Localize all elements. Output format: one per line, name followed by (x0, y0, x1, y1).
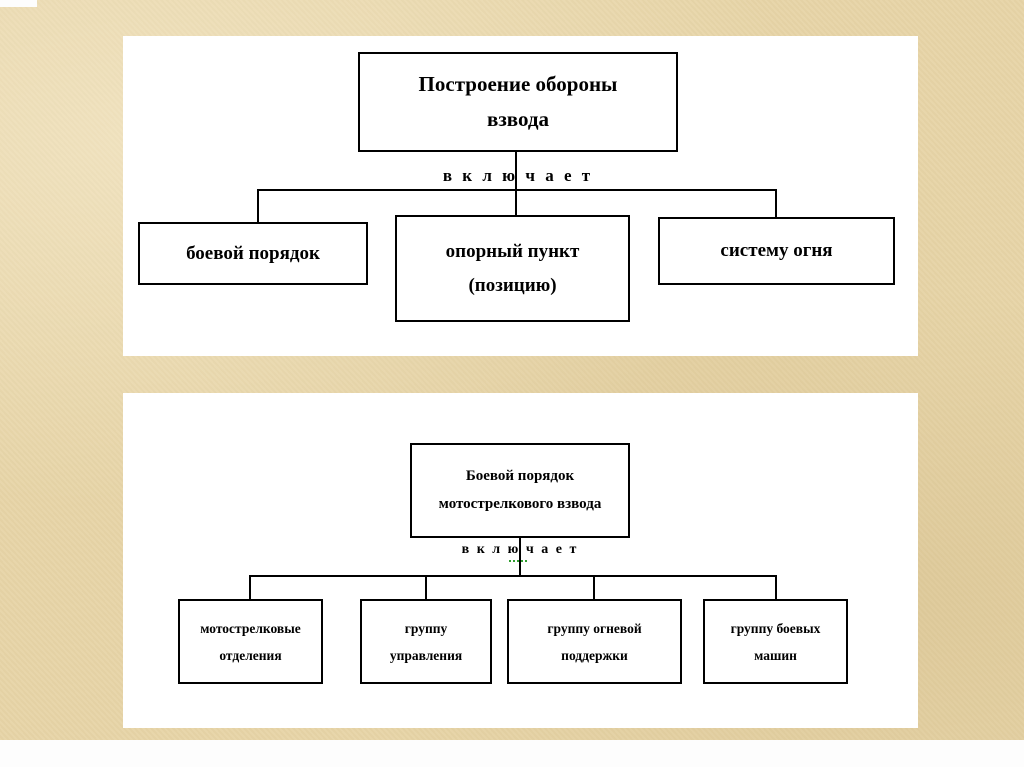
d1-child-node-fire-system: систему огня (658, 217, 895, 285)
connector-stub (249, 575, 251, 601)
platoon-defense-diagram-panel: Построение обороны взвода в к л ю ч а е … (123, 36, 918, 356)
connector-vertical-line (515, 152, 517, 217)
connector-stub (593, 575, 595, 601)
d1-includes-label: в к л ю ч а е т (442, 166, 594, 185)
connector-stub (775, 575, 777, 601)
d2-child-node-fire-support-group: группу огневой поддержки (507, 599, 682, 684)
connector-horizontal-line (249, 575, 777, 577)
connector-vertical-line (519, 538, 521, 577)
connector-stub (257, 189, 259, 224)
d2-includes-label: в к л ю ч а е т (461, 542, 579, 557)
d1-root-node: Построение обороны взвода (358, 52, 678, 152)
bottom-white-strip (0, 740, 1024, 767)
d1-child-node-combat-order: боевой порядок (138, 222, 368, 285)
d1-child-node-strongpoint: опорный пункт (позицию) (395, 215, 630, 322)
spellcheck-squiggle (509, 560, 527, 562)
connector-stub (425, 575, 427, 601)
d2-child-node-combat-vehicles-group: группу боевых машин (703, 599, 848, 684)
combat-order-diagram-panel: Боевой порядок мотострелкового взвода в … (123, 393, 918, 728)
d2-root-node: Боевой порядок мотострелкового взвода (410, 443, 630, 538)
top-left-corner-mark (0, 0, 37, 7)
connector-horizontal-line (257, 189, 777, 191)
connector-stub (775, 189, 777, 219)
d2-child-node-control-group: группу управления (360, 599, 492, 684)
d2-child-node-rifle-squads: мотострелковые отделения (178, 599, 323, 684)
